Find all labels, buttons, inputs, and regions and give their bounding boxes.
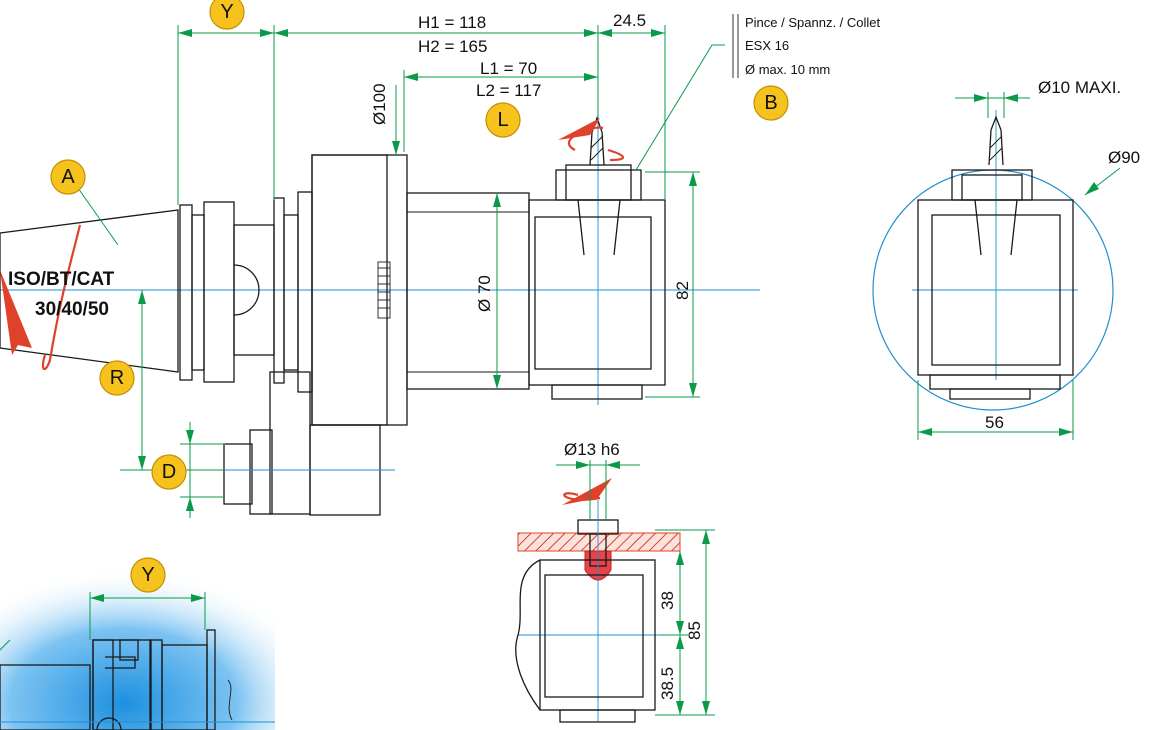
dimensions-side-view [77, 14, 739, 518]
badge-b: B [753, 85, 789, 121]
collet-note-line2: ESX 16 [745, 38, 789, 53]
badge-y-top-label: Y [220, 1, 233, 23]
badge-r-label: R [110, 367, 124, 389]
badge-y-bottom: Y [130, 557, 166, 593]
dim-h1: H1 = 118 [418, 13, 486, 32]
bottom-left-view [0, 550, 275, 730]
dim-38-5: 38.5 [658, 667, 677, 700]
collet-note-line1: Pince / Spannz. / Collet [745, 15, 881, 30]
dim-d13-h6: Ø13 h6 [564, 440, 620, 459]
dim-d70: Ø 70 [475, 275, 494, 312]
taper-label-line2: 30/40/50 [35, 299, 109, 320]
badge-y-top: Y [209, 0, 245, 30]
badge-a: A [50, 159, 86, 195]
badge-d-label: D [162, 461, 176, 483]
dim-85: 85 [685, 621, 704, 640]
dim-56: 56 [985, 413, 1004, 432]
badge-a-label: A [61, 166, 75, 188]
scale-ticks [377, 261, 391, 319]
dim-l2: L2 = 117 [476, 81, 541, 100]
collet-note-line3: Ø max. 10 mm [745, 62, 830, 77]
dim-24-5: 24.5 [613, 11, 646, 30]
badge-b-label: B [764, 92, 777, 114]
dim-d90: Ø90 [1108, 148, 1140, 167]
side-view [0, 95, 760, 516]
dim-38: 38 [658, 591, 677, 610]
front-view [872, 92, 1121, 440]
badge-y-bottom-label: Y [141, 564, 154, 586]
dim-d100: Ø100 [370, 83, 389, 125]
dim-h2: H2 = 165 [418, 37, 487, 56]
detail-view [515, 460, 715, 723]
dim-82: 82 [673, 281, 692, 300]
taper-label-line1: ISO/BT/CAT [8, 269, 115, 290]
badge-l: L [485, 102, 521, 138]
taper-rotation-arrow [0, 224, 82, 371]
badge-d: D [151, 454, 187, 490]
dim-d10-max: Ø10 MAXI. [1038, 78, 1121, 97]
dim-l1: L1 = 70 [480, 59, 537, 78]
badge-l-label: L [497, 109, 508, 131]
badge-r: R [99, 360, 135, 396]
